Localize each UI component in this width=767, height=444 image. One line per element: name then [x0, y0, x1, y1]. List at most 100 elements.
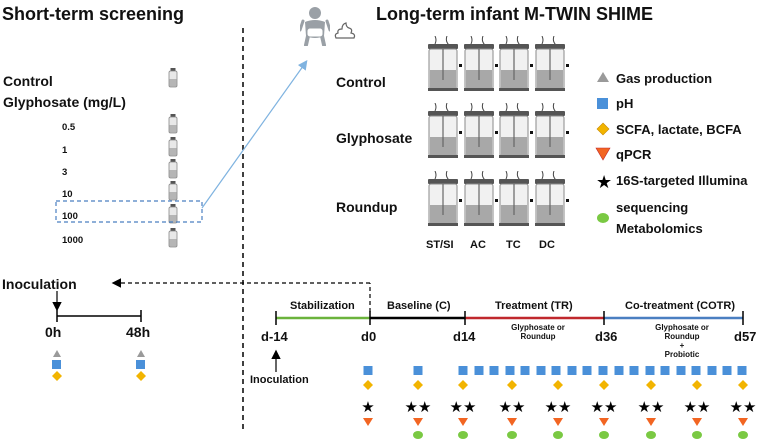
vial-icon	[168, 114, 178, 134]
reactor-vessel-icon	[428, 103, 462, 158]
reactor-vessel-icon	[428, 171, 462, 226]
scfa-marker	[136, 371, 146, 381]
phase-label: Treatment (TR)	[495, 300, 573, 312]
day-label: d57	[734, 329, 757, 344]
legend-qpcr-inverted-triangle	[595, 147, 611, 161]
sequencing-marker	[413, 431, 423, 439]
cotreatment-note-2: Roundup	[664, 332, 700, 341]
ph-marker	[363, 366, 373, 375]
ph-marker	[691, 366, 701, 375]
short-term-title: Short-term screening	[2, 4, 185, 24]
row-label-control: Control	[336, 74, 386, 90]
vial-icon	[168, 68, 178, 88]
ph-marker	[707, 366, 717, 375]
time-point-48h: 48h	[126, 324, 151, 340]
legend-label: qPCR	[616, 147, 652, 162]
illumina-marker: ★★	[499, 398, 526, 416]
highlight-box-100	[55, 200, 203, 223]
legend-label: SCFA, lactate, BCFA	[616, 122, 742, 137]
treatment-note: Glyphosate or Roundup	[511, 323, 565, 341]
scfa-marker	[52, 371, 62, 381]
ph-marker	[629, 366, 639, 375]
legend-scfa-diamond	[596, 122, 610, 136]
column-label: ST/SI	[426, 239, 454, 251]
scfa-marker	[553, 380, 563, 390]
qpcr-marker	[599, 418, 609, 426]
legend-label: sequencing	[616, 200, 689, 215]
control-label: Control	[3, 73, 53, 89]
ph-marker	[413, 366, 423, 375]
day-label: d14	[453, 329, 476, 344]
scfa-marker	[738, 380, 748, 390]
row-label-roundup: Roundup	[336, 199, 398, 215]
ph-marker	[52, 360, 61, 369]
qpcr-marker	[646, 418, 656, 426]
qpcr-marker	[413, 418, 423, 426]
sequencing-marker	[458, 431, 468, 439]
glyphosate-dose-label: Glyphosate (mg/L)	[3, 94, 126, 110]
reactor-vessel-icon	[464, 103, 498, 158]
qpcr-marker	[553, 418, 563, 426]
legend-label: pH	[616, 96, 634, 111]
phase-label: Co-treatment (COTR)	[625, 300, 735, 312]
legend-circle	[597, 213, 609, 223]
scfa-marker	[599, 380, 609, 390]
vial-icon	[168, 181, 178, 201]
dose-label: 10	[62, 189, 73, 200]
reactor-vessel-icon	[499, 36, 533, 91]
scfa-marker	[507, 380, 517, 390]
column-label: AC	[470, 239, 486, 251]
cotreatment-note-4: Probiotic	[664, 350, 700, 359]
reactor-vessel-icon	[535, 36, 569, 91]
ph-marker	[520, 366, 530, 375]
ph-marker	[722, 366, 732, 375]
vial-icon	[168, 204, 178, 224]
ph-marker	[551, 366, 561, 375]
ph-marker	[505, 366, 515, 375]
illumina-marker: ★★	[405, 398, 432, 416]
selection-arrow	[201, 60, 308, 209]
scfa-marker	[363, 380, 373, 390]
qpcr-marker	[363, 418, 373, 426]
dose-label: 1	[62, 145, 68, 156]
illumina-marker: ★	[361, 398, 374, 416]
ph-marker	[737, 366, 747, 375]
reactor-vessel-icon	[535, 171, 569, 226]
legend-illumina-star: ★	[596, 172, 612, 193]
phase-label: Baseline (C)	[387, 300, 451, 312]
time-point-0h: 0h	[45, 324, 62, 340]
sequencing-marker	[553, 431, 563, 439]
dose-label: 0.5	[62, 122, 76, 133]
infant-icon	[300, 7, 330, 46]
reactor-vessel-icon	[499, 103, 533, 158]
legend-label-metabolomics: Metabolomics	[616, 221, 703, 236]
gas-marker	[137, 350, 145, 357]
phase-label: Stabilization	[290, 300, 355, 312]
sequencing-marker	[738, 431, 748, 439]
dose-label: 100	[62, 211, 78, 222]
scfa-marker	[458, 380, 468, 390]
scfa-marker	[692, 380, 702, 390]
day-label: d-14	[261, 329, 288, 344]
cotreatment-note-1: Glyphosate or	[655, 323, 709, 332]
cotreatment-note-3: +	[679, 341, 685, 350]
ph-marker	[136, 360, 145, 369]
reactor-vessel-icon	[464, 171, 498, 226]
ph-marker	[489, 366, 499, 375]
row-label-glyphosate: Glyphosate	[336, 130, 413, 146]
reactor-vessel-icon	[464, 36, 498, 91]
ph-marker	[660, 366, 670, 375]
illumina-marker: ★★	[591, 398, 618, 416]
sequencing-marker	[646, 431, 656, 439]
legend-label: Gas production	[616, 71, 713, 86]
sequencing-marker	[692, 431, 702, 439]
qpcr-marker	[458, 418, 468, 426]
scfa-marker	[646, 380, 656, 390]
qpcr-marker	[738, 418, 748, 426]
day-label: d0	[361, 329, 377, 344]
ph-marker	[676, 366, 686, 375]
legend-label: 16S-targeted Illumina	[616, 173, 748, 188]
sequencing-marker	[507, 431, 517, 439]
reactor-vessel-icon	[428, 36, 462, 91]
legend-gas-triangle	[597, 72, 609, 82]
